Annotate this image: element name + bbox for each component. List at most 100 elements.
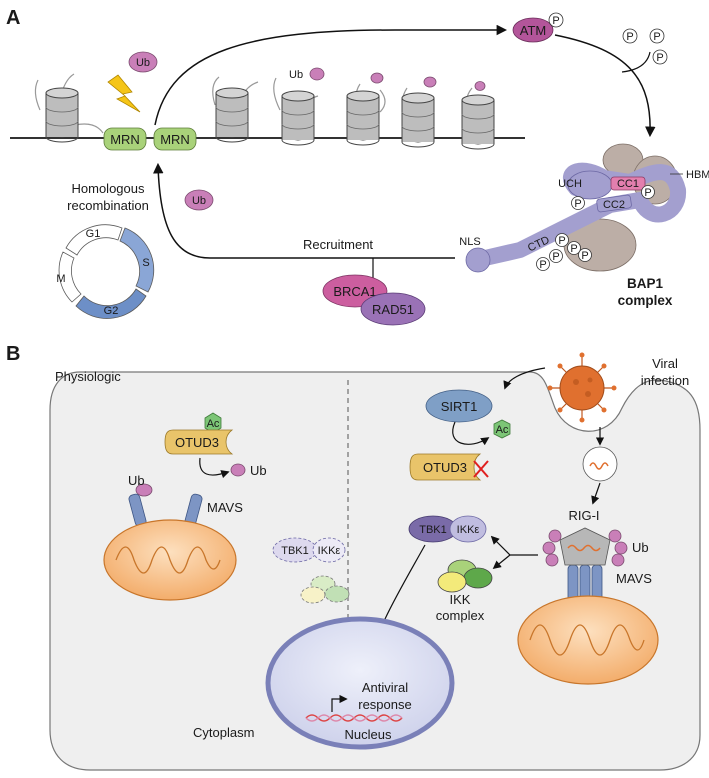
cc2-box: [596, 194, 632, 213]
cycle-g2: G2: [104, 305, 119, 317]
mrn-right-label: MRN: [160, 132, 190, 147]
bap1-nls-bulb: [465, 247, 491, 273]
nucleus-label: Nucleus: [345, 727, 392, 742]
ikke-node-inactive: [312, 537, 346, 563]
ac-label-left: Ac: [207, 418, 220, 430]
bap1-protein-chain: [477, 162, 686, 266]
arrow-mrn-to-atm: [154, 24, 508, 126]
bap1-complex-title-line1: BAP1: [627, 276, 664, 291]
atm-phospho: [548, 12, 564, 28]
mrn-left-box: [103, 127, 147, 151]
sirt1-node: [425, 389, 493, 423]
transcription-start-arrow: [331, 694, 348, 712]
dna-damage-icon: [107, 74, 141, 113]
mitochondrion-right: [517, 595, 659, 685]
p-label: P: [570, 243, 577, 255]
rigi-label: RIG-I: [568, 508, 599, 523]
ikk-complex-inactive: [300, 575, 350, 604]
tbk1-label-active: TBK1: [419, 524, 447, 536]
hr-title-line1: Homologous: [72, 181, 145, 196]
cycle-s: S: [142, 257, 149, 269]
ub-recruitment: [184, 189, 214, 211]
arrow-virus-to-sirt1: [503, 367, 546, 390]
dna-helix-icon: [305, 714, 403, 722]
virus-icon: [547, 352, 617, 423]
ub-label-mavs: Ub: [128, 473, 145, 488]
hr-title-line2: recombination: [67, 198, 149, 213]
ikke-node-active: [449, 515, 487, 543]
panel-a-label: A: [6, 7, 20, 29]
ub-on-mavs: [135, 483, 153, 497]
viral-rna-bubble: [582, 446, 618, 482]
ac-hexagon-left: [204, 412, 222, 434]
ub-label-rigi: Ub: [632, 540, 649, 555]
ub-removed: [230, 463, 246, 477]
viral-infection-line1: Viral: [652, 356, 678, 371]
nucleosome: [215, 87, 249, 143]
atm-label: ATM: [520, 23, 546, 38]
nucleosome: [346, 90, 380, 146]
arrow-atm-to-bap1: [554, 34, 656, 138]
ub-removed-label: Ub: [250, 463, 267, 478]
inactive-x-icon: [473, 460, 489, 478]
mavs-label-left: MAVS: [207, 500, 243, 515]
uch-label: UCH: [558, 178, 582, 190]
cc1-label: CC1: [617, 178, 639, 190]
bap1-phospho-sites: [536, 185, 655, 271]
mitochondrion-left: [103, 519, 237, 601]
ub-label-nucleosome: Ub: [289, 69, 303, 81]
rad51-node: [360, 292, 426, 326]
p-label: P: [653, 31, 660, 43]
arrow-rna-to-rigi: [591, 482, 601, 505]
rigi-complex: [542, 527, 628, 606]
nucleosome: [461, 94, 495, 150]
mavs-label-right: MAVS: [616, 571, 652, 586]
ikke-label-inactive: IKKε: [318, 545, 341, 557]
p-label: P: [581, 250, 588, 262]
p-label: P: [539, 259, 546, 271]
ikk-complex-line2: complex: [436, 608, 485, 623]
arrow-rigi-to-ikk: [492, 554, 511, 570]
sirt1-label: SIRT1: [441, 399, 478, 414]
p-label: P: [656, 52, 663, 64]
atm-node: [512, 17, 554, 43]
otud3-active-label: OTUD3: [175, 435, 219, 450]
viral-rna-icon: [589, 462, 609, 470]
panel-b-label: B: [6, 343, 20, 365]
ac-removed-hexagon: [493, 419, 511, 439]
cycle-g1: G1: [86, 228, 101, 240]
physiologic-label: Physiologic: [55, 369, 121, 384]
ub-free-label: Ub: [136, 57, 150, 69]
cc2-label: CC2: [603, 199, 625, 211]
tbk1-label-inactive: TBK1: [281, 545, 309, 557]
otud3-inactive-box: [409, 453, 482, 481]
hbm-label: HBM: [686, 169, 709, 181]
ub-recruitment-label: Ub: [192, 195, 206, 207]
otud3-inactive-label: OTUD3: [423, 460, 467, 475]
recruitment-label: Recruitment: [303, 237, 373, 252]
mrn-left-label: MRN: [110, 132, 140, 147]
ac-label-right: Ac: [496, 424, 509, 436]
antiviral-line1: Antiviral: [362, 680, 408, 695]
p-label: P: [552, 251, 559, 263]
viral-infection-line2: infection: [641, 373, 689, 388]
nucleosome: [45, 87, 79, 143]
ub-free: [128, 51, 158, 73]
cell-cycle-diagram: [58, 224, 155, 319]
free-phosphates: [622, 28, 668, 65]
brca1-label: BRCA1: [333, 284, 376, 299]
mrn-right-box: [153, 127, 197, 151]
cytoplasm-label: Cytoplasm: [193, 725, 254, 740]
cc1-box: [610, 176, 646, 191]
atm-p-label: P: [552, 15, 559, 27]
otud3-active-box: [164, 429, 234, 455]
ikke-label-active: IKKε: [457, 524, 480, 536]
ikk-complex-line1: IKK: [450, 592, 471, 607]
nucleosome: [401, 92, 435, 148]
cycle-m: M: [56, 273, 65, 285]
p-label: P: [574, 198, 581, 210]
arrow-sirt1-deacetylation: [452, 421, 490, 446]
ikk-complex-active: [437, 559, 493, 593]
rad51-label: RAD51: [372, 302, 414, 317]
